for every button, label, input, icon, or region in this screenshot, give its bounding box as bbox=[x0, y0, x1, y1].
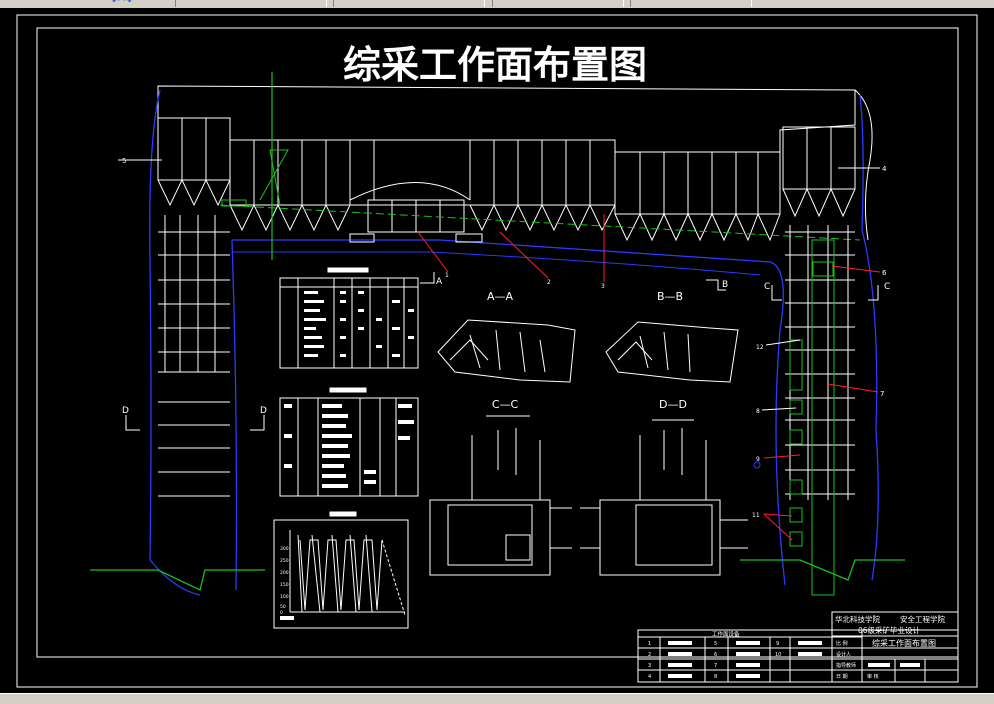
title-block bbox=[637, 611, 959, 683]
section-title-bb: B—B bbox=[657, 290, 683, 303]
callout-9: 9 bbox=[756, 456, 760, 463]
mine-layout-drawing: 综采工作面布置图 5 bbox=[16, 14, 978, 688]
svg-text:8: 8 bbox=[714, 674, 717, 680]
drawing-canvas[interactable]: 综采工作面布置图 5 bbox=[0, 8, 994, 693]
section-mark-c-left: C bbox=[764, 282, 770, 292]
roof-outline bbox=[157, 85, 856, 153]
svg-text:9: 9 bbox=[776, 641, 779, 647]
svg-text:0: 0 bbox=[280, 610, 283, 616]
svg-text:日 期: 日 期 bbox=[836, 674, 848, 680]
green-zigzag-top bbox=[259, 149, 289, 206]
top-supports-left bbox=[229, 139, 616, 243]
outer-frame bbox=[16, 14, 978, 688]
svg-text:10: 10 bbox=[775, 652, 781, 658]
green-box bbox=[221, 199, 247, 207]
svg-text:设计人: 设计人 bbox=[836, 651, 851, 658]
parameter-table-2 bbox=[279, 387, 419, 497]
status-bar bbox=[0, 693, 994, 704]
drawing-name: 综采工作面布置图 bbox=[872, 638, 936, 648]
callout-11: 11 bbox=[752, 512, 760, 519]
callout-6: 6 bbox=[882, 269, 887, 277]
left-roadway-outer bbox=[149, 89, 201, 596]
section-title-dd: D—D bbox=[659, 398, 687, 411]
support-section-aa bbox=[437, 319, 576, 383]
inner-frame bbox=[36, 27, 959, 658]
cycle-chart bbox=[273, 511, 409, 629]
drawing-title: 综采工作面布置图 bbox=[343, 42, 647, 87]
svg-text:审 核: 审 核 bbox=[867, 673, 879, 680]
callout-1: 1 bbox=[445, 272, 449, 279]
callout-4: 4 bbox=[882, 165, 887, 173]
layer-dropdown[interactable] bbox=[175, 0, 327, 7]
svg-text:7: 7 bbox=[714, 663, 717, 669]
roadway-section-dd bbox=[580, 419, 748, 576]
redo-icon[interactable]: ↷ bbox=[124, 0, 132, 7]
callout-2: 2 bbox=[547, 279, 551, 286]
section-mark-c-right: C bbox=[884, 282, 890, 292]
callout-8: 8 bbox=[756, 408, 760, 415]
right-support-group bbox=[785, 225, 855, 500]
top-supports-right bbox=[614, 126, 856, 242]
svg-text:1: 1 bbox=[648, 641, 651, 647]
callout-line-1 bbox=[417, 231, 449, 273]
section-mark-a: A bbox=[436, 277, 443, 287]
callout-12: 12 bbox=[756, 344, 764, 351]
svg-text:150: 150 bbox=[280, 582, 289, 588]
green-zigzag-right bbox=[740, 559, 905, 581]
left-support-group bbox=[157, 117, 231, 497]
green-zigzag-left bbox=[90, 569, 265, 591]
callout-7: 7 bbox=[880, 390, 884, 398]
project-name: 06级采矿毕业设计 bbox=[858, 625, 921, 635]
callout-5: 5 bbox=[122, 157, 126, 165]
title-block-rows: 1 2 3 4 5 6 7 8 9 10 比 例 设计人 指导教师 审 核 日 … bbox=[648, 640, 879, 680]
section-mark-d-left: D bbox=[122, 406, 129, 416]
right-green-belt bbox=[789, 239, 835, 596]
svg-text:2: 2 bbox=[648, 652, 651, 658]
face-roadway-2 bbox=[232, 251, 761, 276]
section-title-aa: A—A bbox=[487, 290, 514, 303]
school-name: 华北科技学院 bbox=[835, 614, 880, 624]
conveyor-line bbox=[219, 204, 861, 241]
svg-text:250: 250 bbox=[280, 558, 289, 564]
section-mark-b: B bbox=[722, 280, 728, 290]
support-section-bb bbox=[605, 321, 739, 383]
right-roadway-outer bbox=[859, 94, 879, 581]
parameter-table-1 bbox=[279, 267, 419, 369]
callout-3: 3 bbox=[601, 283, 605, 290]
linetype-dropdown[interactable] bbox=[333, 0, 485, 7]
face-roadway bbox=[232, 239, 786, 586]
table-2-cells bbox=[284, 404, 414, 488]
svg-text:50: 50 bbox=[280, 604, 286, 610]
svg-text:300: 300 bbox=[280, 546, 289, 552]
plotstyle-dropdown[interactable] bbox=[630, 0, 752, 7]
left-roadway-inner bbox=[231, 239, 238, 591]
section-mark-d-right: D bbox=[260, 406, 267, 416]
equipment-header: 工作面设备 bbox=[712, 630, 740, 638]
undo-icon[interactable]: ↶ bbox=[112, 0, 120, 7]
svg-text:5: 5 bbox=[714, 641, 717, 647]
table-1-cells bbox=[304, 291, 414, 357]
callout-line-2 bbox=[499, 231, 549, 279]
chart-axis-labels: 300 250 200 150 100 50 0 bbox=[280, 546, 289, 616]
section-title-cc: C—C bbox=[492, 398, 519, 411]
svg-text:200: 200 bbox=[280, 570, 289, 576]
svg-text:3: 3 bbox=[648, 663, 651, 669]
svg-text:4: 4 bbox=[648, 674, 651, 680]
svg-text:指导教师: 指导教师 bbox=[836, 662, 856, 669]
right-roof-curve bbox=[854, 89, 873, 241]
svg-text:比 例: 比 例 bbox=[836, 640, 848, 647]
title-block-fills bbox=[668, 641, 920, 678]
svg-text:6: 6 bbox=[714, 652, 717, 658]
roadway-section-cc bbox=[429, 415, 572, 576]
dept-name: 安全工程学院 bbox=[900, 614, 945, 624]
svg-text:100: 100 bbox=[280, 594, 289, 600]
lineweight-dropdown[interactable] bbox=[492, 0, 624, 7]
